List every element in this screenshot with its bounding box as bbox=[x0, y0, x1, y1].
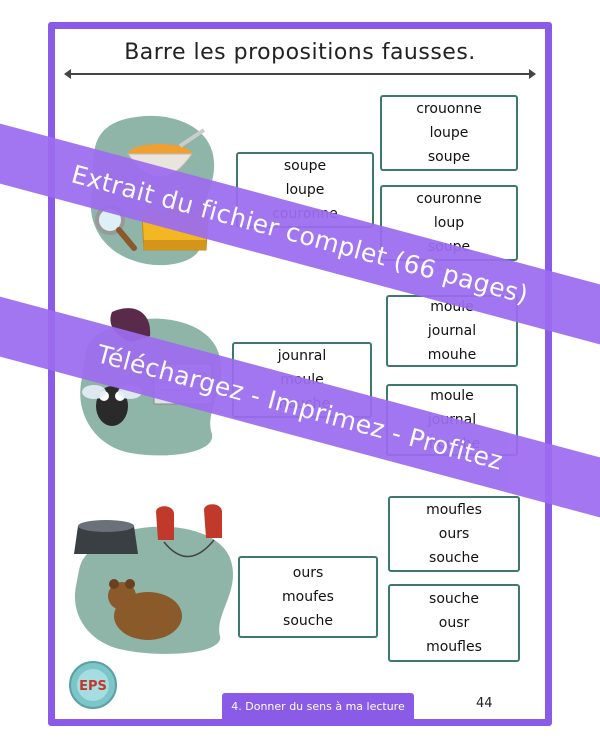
option-word[interactable]: jounral bbox=[277, 348, 327, 364]
option-word[interactable]: couronne bbox=[416, 191, 482, 207]
option-word[interactable]: souche bbox=[429, 550, 479, 566]
option-word[interactable]: mouhe bbox=[427, 347, 477, 363]
illustration-stump-mittens-bear bbox=[74, 504, 234, 654]
option-word[interactable]: ousr bbox=[438, 615, 470, 631]
title-divider bbox=[64, 69, 536, 79]
publisher-logo-icon: EPS bbox=[69, 661, 117, 709]
option-word[interactable]: crouonne bbox=[416, 101, 482, 117]
option-word[interactable]: soupe bbox=[427, 149, 471, 165]
footer-section-label: 4. Donner du sens à ma lecture bbox=[222, 693, 414, 719]
option-word[interactable]: moufles bbox=[426, 502, 482, 518]
option-box-3a[interactable]: ours moufes souche bbox=[238, 556, 378, 638]
footer-section-text: 4. Donner du sens à ma lecture bbox=[231, 699, 405, 713]
fly-icon bbox=[82, 385, 142, 426]
logo-text: EPS bbox=[79, 679, 107, 694]
option-word[interactable]: souche bbox=[429, 591, 479, 607]
option-box-1b[interactable]: crouonne loupe soupe bbox=[380, 95, 518, 171]
option-word[interactable]: ours bbox=[438, 526, 470, 542]
option-word[interactable]: loupe bbox=[285, 182, 325, 198]
option-word[interactable]: moule bbox=[430, 388, 474, 404]
option-word[interactable]: souche bbox=[283, 613, 333, 629]
bear-icon bbox=[108, 579, 182, 640]
option-word[interactable]: journal bbox=[427, 323, 477, 339]
page-title: Barre les propositions fausses. bbox=[124, 40, 476, 65]
option-word[interactable]: ours bbox=[292, 565, 324, 581]
option-word[interactable]: moufles bbox=[426, 639, 482, 655]
option-box-3c[interactable]: souche ousr moufles bbox=[388, 584, 520, 662]
option-box-3b[interactable]: moufles ours souche bbox=[388, 496, 520, 572]
option-word[interactable]: moufes bbox=[282, 589, 334, 605]
page-number: 44 bbox=[476, 696, 493, 711]
option-word[interactable]: loupe bbox=[429, 125, 469, 141]
mittens-icon bbox=[156, 504, 222, 558]
tree-stump-icon bbox=[74, 520, 138, 554]
option-word[interactable]: soupe bbox=[283, 158, 327, 174]
option-word[interactable]: loup bbox=[433, 215, 465, 231]
